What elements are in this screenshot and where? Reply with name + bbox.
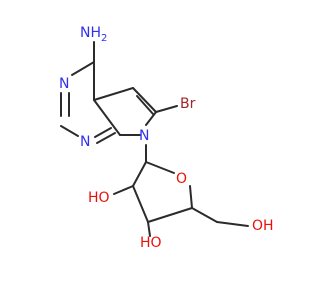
structure-diagram: NH2 N N N Br O HO HO OH: [59, 25, 274, 251]
bond-c5-c6-a: [132, 87, 157, 113]
nitrogen-n3-label: N: [59, 76, 69, 92]
bond-c3p-c2p: [132, 185, 149, 223]
amino-group-label: NH2: [80, 25, 107, 44]
bond-lines: [60, 41, 249, 237]
bond-c1p-o: [145, 161, 175, 174]
bond-c6-br: [155, 105, 178, 113]
bond-c5-c6-b: [136, 95, 154, 115]
bond-c5p-oh: [216, 221, 249, 227]
bond-c2p-oh: [113, 185, 134, 195]
bond-c2-n1: [60, 125, 79, 137]
nitrogen-n7-label: N: [139, 128, 149, 144]
hydroxyl-5-label: OH: [252, 218, 274, 234]
bond-c2p-c1p: [132, 161, 147, 187]
bond-c4a-c5: [93, 87, 134, 101]
bromine-label: Br: [180, 96, 196, 112]
ring-oxygen-label: O: [176, 171, 187, 187]
bond-n1-c7a-a: [94, 127, 112, 138]
hydroxyl-2-label: HO: [88, 190, 110, 206]
bond-c6-n7: [145, 111, 157, 126]
bond-n1-c7a-b: [96, 132, 116, 144]
bond-c4p-c3p: [147, 207, 193, 223]
bond-o-c4p: [189, 185, 193, 209]
atom-labels: NH2 N N N Br O HO HO OH: [59, 25, 274, 251]
bond-c4-n3: [71, 61, 95, 76]
bond-c7a-c4a: [93, 99, 121, 136]
nitrogen-n1-label: N: [80, 134, 90, 150]
bond-c3p-oh: [147, 221, 151, 237]
bond-c4p-c5p: [191, 207, 218, 223]
hydroxyl-3-label: HO: [140, 235, 162, 251]
